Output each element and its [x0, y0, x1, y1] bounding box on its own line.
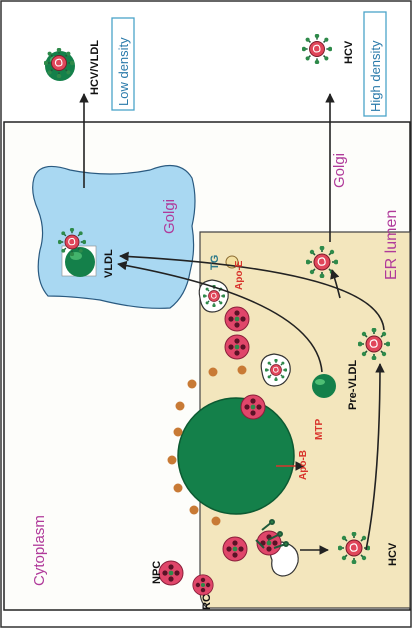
label-hcv-top: HCV: [343, 40, 355, 64]
label-apo-e: Apo-E: [234, 260, 245, 290]
label-hcv-bottom: HCV: [387, 542, 399, 566]
label-golgi-box: Golgi: [161, 199, 178, 234]
budding-virion-2: [265, 359, 288, 382]
label-hcv-vldl: HCV/VLDL: [89, 40, 101, 95]
npc-particle-4: [223, 537, 247, 561]
budding-virion-1: [203, 285, 226, 308]
label-vldl: VLDL: [103, 249, 115, 278]
label-apo-b: Apo-B: [298, 450, 309, 480]
npc-particle-7: [193, 575, 213, 595]
label-high-density: High density: [368, 40, 383, 112]
er-hcv-particle-2: [358, 328, 391, 361]
cytoplasm-hcv-particle: [338, 532, 371, 565]
label-er-lumen: ER lumen: [383, 210, 400, 280]
label-golgi-right: Golgi: [331, 153, 348, 188]
pre-vldl-particle: [312, 374, 336, 398]
npc-particle-2: [225, 335, 249, 359]
label-cytoplasm: Cytoplasm: [31, 515, 48, 586]
label-rc: RC: [201, 594, 213, 610]
npc-particle-1: [225, 307, 249, 331]
label-mtp: MTP: [314, 419, 325, 440]
label-pre-vldl: Pre-VLDL: [347, 360, 359, 410]
golgi-body: [33, 166, 195, 309]
label-low-density: Low density: [116, 37, 131, 106]
label-tg: TG: [209, 255, 221, 270]
label-npc: NPC: [151, 561, 163, 584]
npc-particle-3: [241, 395, 265, 419]
secreted-hcv: [302, 34, 333, 65]
